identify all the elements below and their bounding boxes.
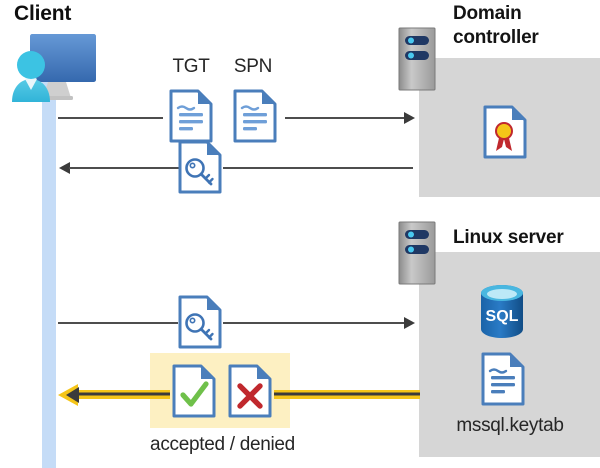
result-arrowhead-inner bbox=[66, 387, 79, 403]
domain-controller-title-line2: controller bbox=[453, 27, 539, 48]
spn-document-icon bbox=[233, 89, 277, 148]
message-2-line-left bbox=[69, 167, 179, 169]
result-arrow-segment-left bbox=[74, 390, 170, 399]
user-computer-icon bbox=[8, 28, 100, 106]
client-lifeline bbox=[42, 74, 56, 468]
message-2-arrowhead bbox=[59, 162, 70, 174]
sql-database-icon: SQL bbox=[477, 283, 527, 344]
keytab-filename-label: mssql.keytab bbox=[456, 415, 564, 436]
message-3-line-left bbox=[58, 322, 178, 324]
domain-controller-title-line1: Domain bbox=[453, 3, 522, 24]
message-1-line-left bbox=[58, 117, 163, 119]
accepted-document-icon bbox=[172, 364, 216, 423]
domain-controller-title: Domain controller bbox=[453, 2, 598, 50]
server-rack-icon bbox=[398, 27, 436, 91]
denied-document-icon bbox=[228, 364, 272, 423]
keytab-document-icon bbox=[481, 352, 525, 411]
key-document-icon bbox=[178, 140, 222, 199]
result-caption-label: accepted / denied bbox=[150, 434, 295, 455]
certificate-document-icon bbox=[483, 105, 527, 164]
message-3-line-right bbox=[223, 322, 405, 324]
result-arrow-segment-right bbox=[274, 390, 420, 399]
message-3-arrowhead bbox=[404, 317, 415, 329]
key-document-icon bbox=[178, 295, 222, 354]
sql-database-label: SQL bbox=[486, 308, 519, 325]
server-rack-icon bbox=[398, 221, 436, 285]
message-1-line-right bbox=[285, 117, 405, 119]
message-2-line-right bbox=[223, 167, 413, 169]
linux-server-title: Linux server bbox=[453, 227, 564, 248]
client-title: Client bbox=[14, 2, 72, 25]
message-1-arrowhead bbox=[404, 112, 415, 124]
tgt-document-icon bbox=[169, 89, 213, 148]
spn-label: SPN bbox=[233, 56, 273, 77]
tgt-label: TGT bbox=[172, 56, 210, 77]
